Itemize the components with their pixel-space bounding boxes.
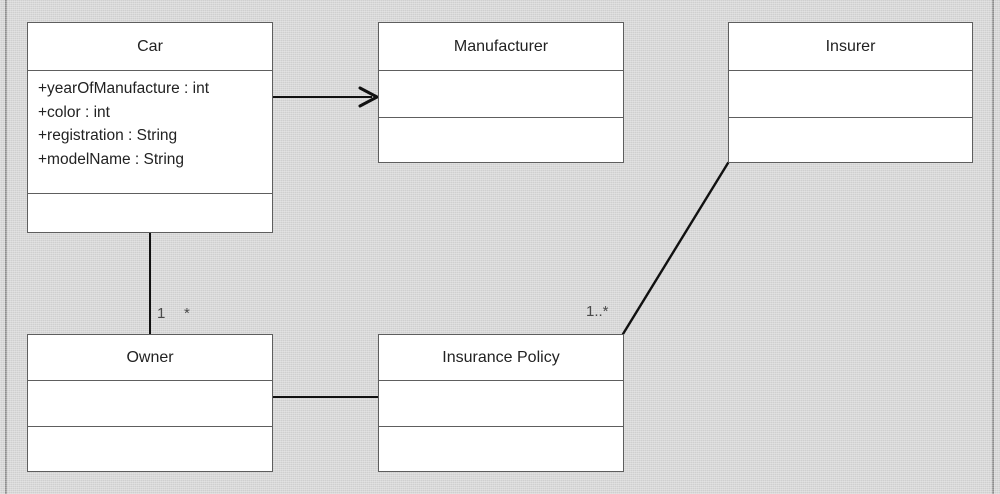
class-box-owner[interactable]: Owner bbox=[27, 334, 273, 472]
class-box-insurance-policy[interactable]: Insurance Policy bbox=[378, 334, 624, 472]
association-line-car-owner bbox=[149, 232, 151, 335]
class-operations-owner bbox=[28, 427, 272, 472]
class-attributes-owner bbox=[28, 381, 272, 426]
association-line-owner-insurance-policy bbox=[272, 396, 379, 398]
class-attributes-insurer bbox=[729, 71, 972, 117]
class-compartment-divider bbox=[28, 426, 272, 427]
class-compartment-divider bbox=[28, 70, 272, 71]
multiplicity-label-car-owner-many: * bbox=[184, 305, 190, 322]
class-attributes-insurance-policy bbox=[379, 381, 623, 426]
class-compartment-divider bbox=[28, 380, 272, 381]
class-operations-car bbox=[28, 194, 272, 233]
class-operations-insurer bbox=[729, 118, 972, 163]
attribute-row: +modelName : String bbox=[38, 150, 185, 168]
class-name-owner: Owner bbox=[126, 348, 174, 366]
class-name-car: Car bbox=[137, 37, 163, 55]
canvas-frame-right-border bbox=[992, 0, 994, 494]
class-compartment-divider bbox=[729, 70, 972, 71]
class-name-insurance-policy: Insurance Policy bbox=[442, 348, 560, 366]
class-operations-insurance-policy bbox=[379, 427, 623, 472]
class-compartment-divider bbox=[379, 117, 623, 118]
class-attributes-manufacturer bbox=[379, 71, 623, 117]
association-line-car-manufacturer bbox=[272, 96, 372, 98]
attribute-row: +color : int bbox=[38, 103, 110, 121]
class-compartment-divider bbox=[28, 193, 272, 194]
class-compartment-divider bbox=[729, 117, 972, 118]
multiplicity-label-car-owner-one: 1 bbox=[157, 305, 166, 322]
class-compartment-divider bbox=[379, 70, 623, 71]
class-box-manufacturer[interactable]: Manufacturer bbox=[378, 22, 624, 163]
canvas-frame-left-border bbox=[5, 0, 7, 494]
class-operations-manufacturer bbox=[379, 118, 623, 163]
class-name-manufacturer: Manufacturer bbox=[453, 37, 549, 55]
class-box-insurer[interactable]: Insurer bbox=[728, 22, 973, 163]
class-attributes-car: +yearOfManufacture : int +color : int +r… bbox=[28, 71, 272, 193]
class-compartment-divider bbox=[379, 380, 623, 381]
attribute-row: +registration : String bbox=[38, 127, 178, 145]
association-line-insurer-insurance-policy bbox=[621, 161, 730, 336]
attribute-row: +yearOfManufacture : int bbox=[38, 80, 210, 97]
multiplicity-label-insurer-policy: 1..* bbox=[586, 303, 609, 320]
class-compartment-divider bbox=[379, 426, 623, 427]
class-box-car[interactable]: Car +yearOfManufacture : int +color : in… bbox=[27, 22, 273, 233]
class-name-insurer: Insurer bbox=[825, 37, 876, 55]
